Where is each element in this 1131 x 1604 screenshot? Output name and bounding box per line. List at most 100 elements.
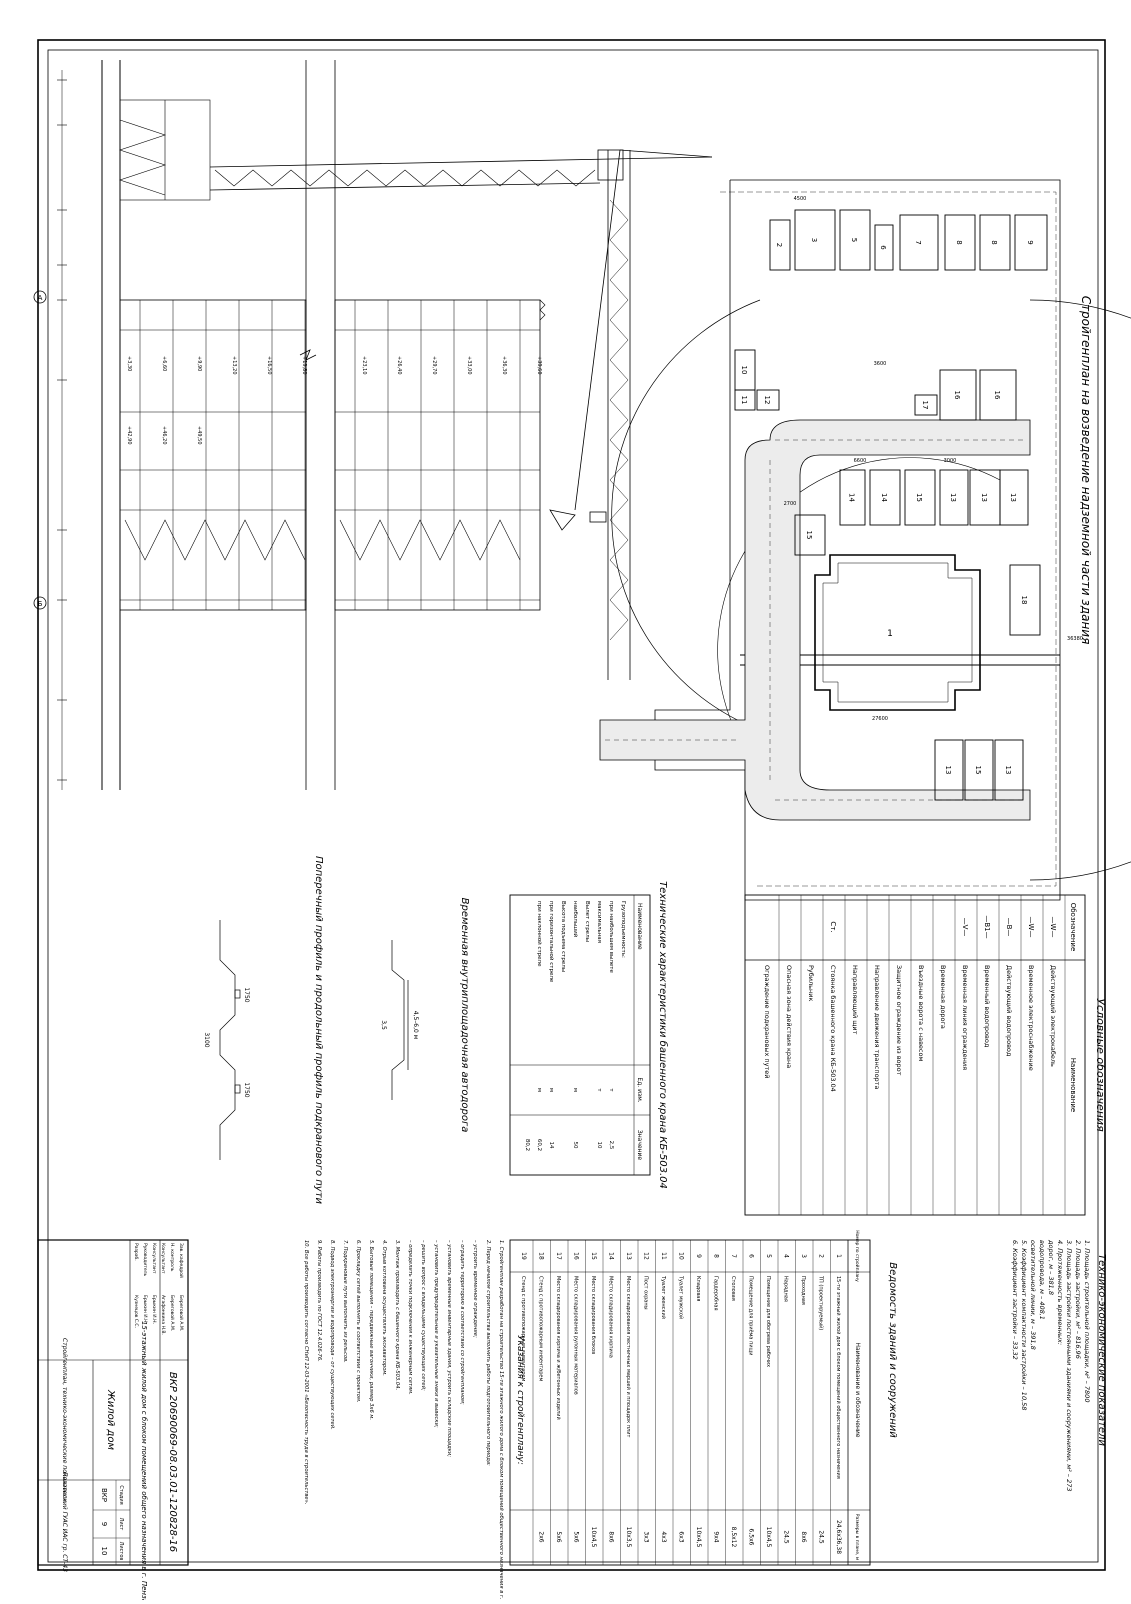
plan-number-label: 14 — [848, 493, 856, 502]
legend-header-name: Наименование — [1069, 1058, 1077, 1112]
site-structure: 7 — [899, 214, 939, 271]
site-dimension-label: 27600 — [872, 716, 888, 722]
building-size: 10x4,5 — [695, 1527, 702, 1548]
tech-params-block: Технические характеристики башенного кра… — [509, 881, 669, 1189]
notes-block: Указания к стройгенплану: 1. Стройгенпла… — [303, 1240, 525, 1604]
title-block: ВКР 20690069-08.03.01-120828-16 15-этажн… — [37, 1239, 189, 1603]
site-structure: 13 — [999, 469, 1029, 526]
site-structure: 16 — [939, 369, 977, 421]
stamp-sheets: 10 — [100, 1547, 108, 1556]
site-structure: 17 — [914, 394, 938, 416]
tech-params-title: Технические характеристики башенного кра… — [657, 881, 669, 1189]
building-size: 10x3,5 — [625, 1527, 632, 1548]
building-number: 11 — [660, 1252, 667, 1260]
tech-param-value: 2,5 — [608, 1141, 614, 1150]
building-name: Место складирования блоков — [590, 1276, 596, 1354]
stamp-role: Руководитель — [142, 1243, 148, 1277]
road-profile: Временная внутриплощадочная автодорога 4… — [380, 898, 470, 1133]
elevation-mark: +6,60 — [161, 356, 167, 371]
tep-item: осветительной линии, м – 391,8 — [1029, 1240, 1037, 1350]
tech-param-value: 60,2 — [536, 1139, 542, 1151]
elevation-mark: +39,60 — [536, 356, 542, 375]
tech-param-name: Грузоподъемность: — [620, 901, 626, 958]
tech-param-name: максимальная — [596, 901, 602, 943]
note-line: – решить вопрос с владельцами существующ… — [420, 1240, 426, 1391]
stamp-header-sheet: Лист — [118, 1518, 124, 1531]
stamp-project: 15-этажный жилой дом с блоком помещений … — [140, 1321, 148, 1600]
site-structure: 13 — [939, 469, 969, 526]
stroy-plan-title: Стройгенплан на возведение надземной час… — [1079, 296, 1093, 645]
site-structure: 9 — [1014, 214, 1048, 271]
tech-param-value: 80,2 — [524, 1139, 530, 1151]
site-structure: 8 — [979, 214, 1011, 271]
legend-name: Рубильник — [807, 965, 815, 1001]
stamp-role: Консультант — [151, 1243, 157, 1274]
legend-symbol: —B1— — [983, 915, 991, 938]
stamp-role: Разраб. — [133, 1243, 139, 1261]
building-size: 8x6 — [800, 1531, 807, 1542]
site-structure: 11 — [734, 389, 756, 411]
tep-item: 4. Протяженность временных: — [1056, 1240, 1064, 1345]
main-building-plan — [814, 554, 981, 711]
building-name: Пост охраны — [643, 1276, 649, 1310]
elevation-mark: +46,20 — [161, 426, 167, 445]
building-number: 17 — [555, 1252, 562, 1260]
tep-block: Технико-экономические показатели 1. Площ… — [1011, 1239, 1107, 1492]
legend-name: Направляющий щит — [851, 965, 859, 1035]
plan-number-label: 12 — [763, 396, 771, 405]
crane-track-profile: Поперечный профиль и продольный профиль … — [203, 856, 324, 1205]
site-structure: 10 — [734, 349, 756, 391]
site-structure: 6 — [874, 224, 894, 271]
plan-number-label: 17 — [921, 401, 929, 410]
building-number: 18 — [538, 1252, 545, 1260]
note-line: 8. Подвод электроэнергии и водопровода –… — [329, 1240, 335, 1430]
site-dimension-label: 2700 — [784, 501, 797, 507]
track-dim-2: 1750 — [243, 1082, 250, 1097]
legend-name: Въездные ворота с навесом — [917, 965, 925, 1061]
tower-crane-elevation — [209, 149, 713, 680]
stamp-name: Ерыкин И.Н. — [151, 1295, 157, 1324]
notes-title: Указания к стройгенплану: — [515, 1335, 525, 1465]
note-line: 6. Прокладку сетей выполнять в соответст… — [355, 1240, 361, 1403]
plan-number-label: 13 — [944, 766, 952, 775]
axis-bubbles: А Б — [33, 290, 47, 610]
tech-param-unit: т — [608, 1088, 614, 1092]
tep-item: дорог, м – 381,8 — [1047, 1239, 1055, 1295]
building-size: 5x6 — [573, 1531, 580, 1542]
note-line: – установить временные инвентарные здани… — [446, 1240, 452, 1457]
legend-header-symbol: Обозначение — [1069, 903, 1077, 952]
elevation-mark: +9,90 — [196, 356, 202, 371]
legend-symbol: —W— — [1049, 917, 1057, 938]
stair-zigzag — [124, 519, 306, 561]
tech-param-unit: м — [548, 1088, 554, 1092]
plan-number-label: 16 — [993, 391, 1001, 400]
tech-param-value: 50 — [572, 1142, 578, 1149]
plan-number-label: 15 — [974, 766, 982, 775]
note-line: 4. Отрыв котлована осуществлять экскават… — [381, 1240, 387, 1376]
note-line: 3. Монтаж производить с башенного крана … — [394, 1240, 400, 1390]
plan-number-label: 2 — [775, 243, 783, 247]
tech-param-name: наибольший — [572, 901, 579, 938]
building-name: Место складирования лестничных маршей и … — [625, 1276, 632, 1437]
building-name: Место складирования кирпича — [608, 1276, 614, 1358]
buildings-schedule: Ведомость зданий и сооружений Номер по с… — [509, 1230, 898, 1566]
legend-name: Защитное ограждение из ворот — [895, 965, 903, 1076]
site-dimension-label: 4500 — [794, 196, 807, 202]
plan-number-label: 11 — [740, 396, 748, 405]
note-line: 9. Работы производить по ГОСТ 12.4.026-7… — [316, 1240, 322, 1362]
tep-item: 1. Площадь строительной площадки, м² – 7… — [1083, 1240, 1091, 1402]
building-number-label: 1 — [887, 629, 893, 639]
legend-title: Условные обозначения — [1094, 998, 1107, 1132]
legend-symbol: —V— — [961, 918, 969, 937]
tep-item: 2. Площадь застройки, м² – 816,96 — [1074, 1240, 1082, 1359]
note-line: 7. Подкрановые пути выполнить из рельсов… — [342, 1240, 348, 1363]
building-number: 16 — [573, 1252, 580, 1260]
legend-name: Временная дорога — [939, 965, 947, 1029]
tep-item: 6. Коэффициент застройки – 33,32 — [1011, 1240, 1019, 1360]
building-number: 15 — [590, 1252, 597, 1260]
building-name: ТП (проектируемый) — [818, 1275, 825, 1330]
elevation-mark: +36,30 — [501, 356, 507, 375]
legend-name: Направление движения транспорта — [873, 965, 881, 1089]
tech-param-name: при наклонной стреле — [536, 901, 543, 967]
